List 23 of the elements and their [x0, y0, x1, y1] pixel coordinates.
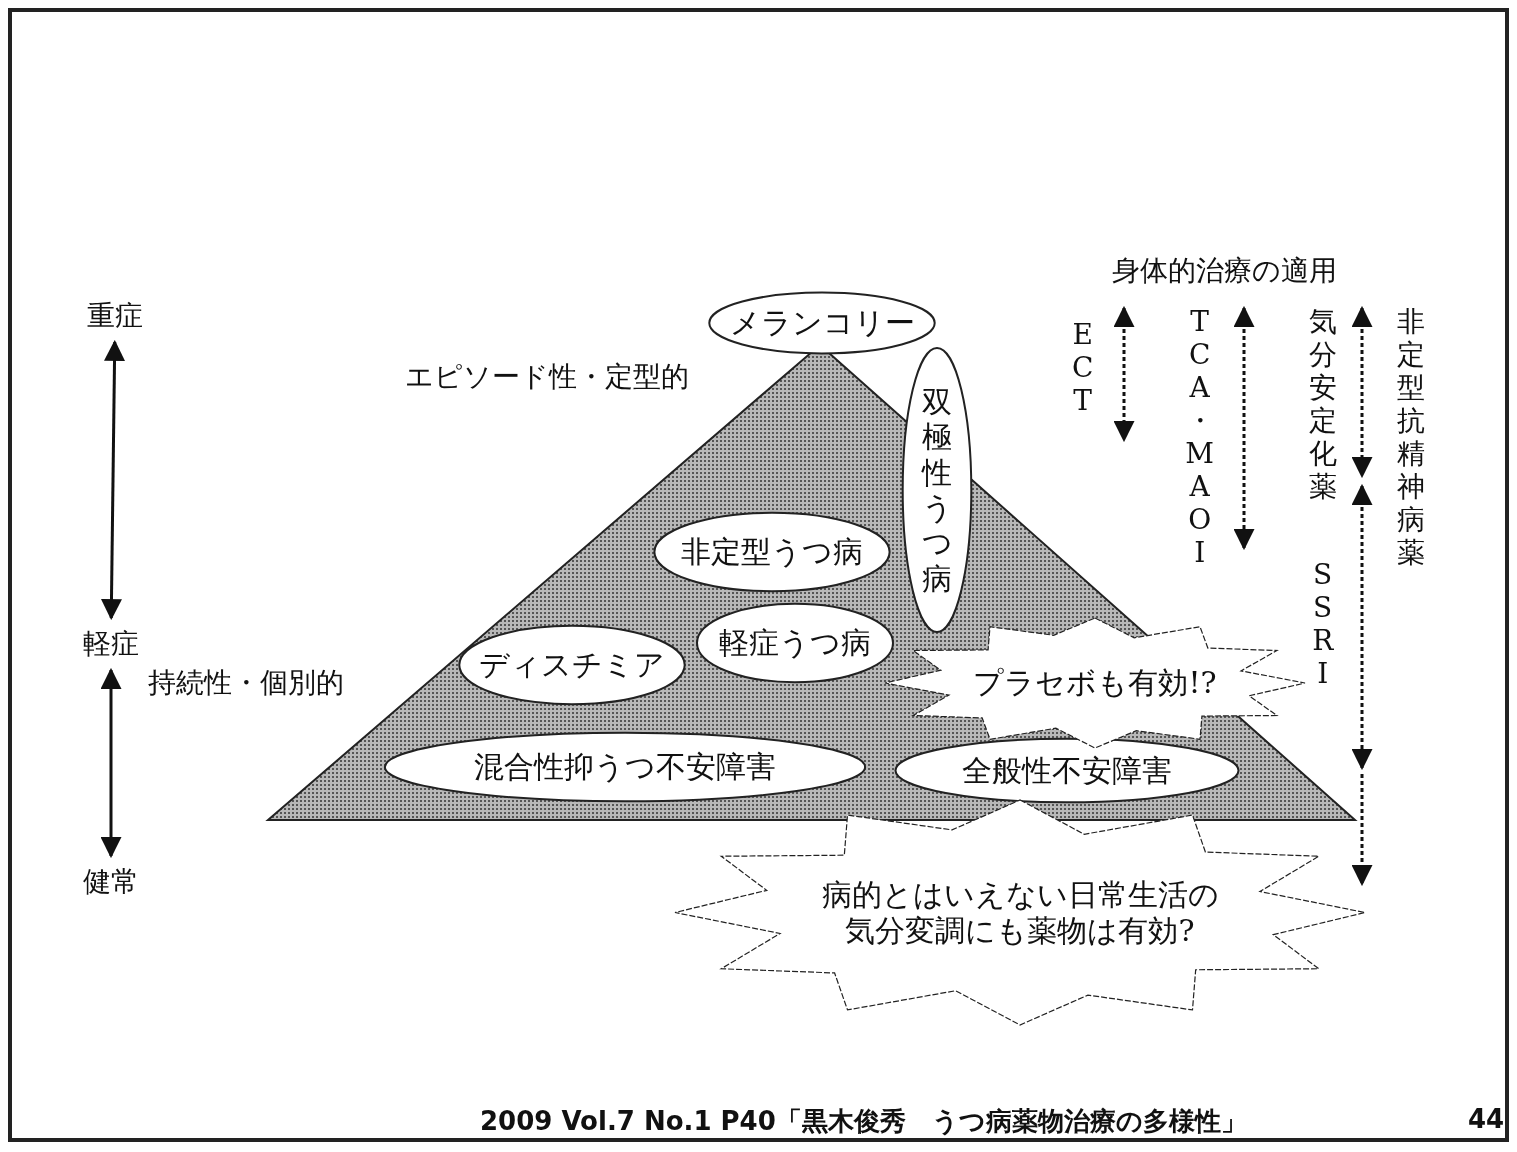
starburst-callout: プラセボも有効!? — [885, 618, 1305, 748]
disorder-ellipse: 双極性うつ病 — [902, 345, 972, 635]
source-caption: 2009 Vol.7 No.1 P40「黒木俊秀 うつ病薬物治療の多様性」 — [480, 1105, 1247, 1138]
scale-label: 重症 — [80, 296, 150, 336]
treatment-label: 気分安定化薬 — [1308, 305, 1338, 504]
treatment-label: TCA・MAOI — [1185, 305, 1215, 570]
page-number: 44 — [1468, 1104, 1505, 1134]
scale-label: 健常 — [76, 862, 146, 902]
disorder-ellipse: ディスチミア — [457, 625, 687, 705]
treatment-label: 非定型抗精神病薬 — [1396, 305, 1426, 570]
disorder-ellipse: メランコリー — [707, 292, 937, 354]
disorder-ellipse: 全般性不安障害 — [892, 738, 1242, 803]
annotation-text: エピソード性・定型的 — [405, 359, 689, 395]
annotation-text: 持続性・個別的 — [148, 665, 344, 701]
double-arrow — [100, 667, 122, 859]
treatment-label: ECT — [1070, 318, 1095, 418]
starburst-callout: 病的とはいえない日常生活の気分変調にも薬物は有効? — [675, 800, 1365, 1025]
disorder-ellipse: 非定型うつ病 — [652, 512, 892, 592]
scale-label: 軽症 — [76, 624, 146, 664]
treatment-label: SSRI — [1311, 558, 1335, 691]
section-heading: 身体的治療の適用 — [1112, 253, 1337, 289]
disorder-ellipse: 軽症うつ病 — [695, 603, 895, 683]
double-arrow — [101, 339, 125, 621]
